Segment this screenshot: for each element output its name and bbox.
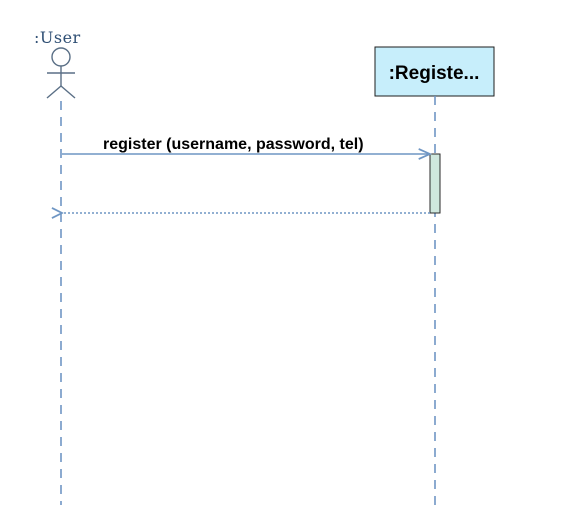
actor-label: :User [34,28,81,47]
message-label: register (username, password, tel) [103,136,364,153]
activation-bar[interactable] [429,153,441,214]
object-registe[interactable]: :Registe... [374,46,495,505]
object-label: :Registe... [389,63,480,84]
stick-figure-actor-icon [46,47,76,99]
actor-user[interactable]: :User [34,28,81,505]
message-register[interactable]: register (username, password, tel) [62,136,430,154]
object-box [374,46,495,97]
